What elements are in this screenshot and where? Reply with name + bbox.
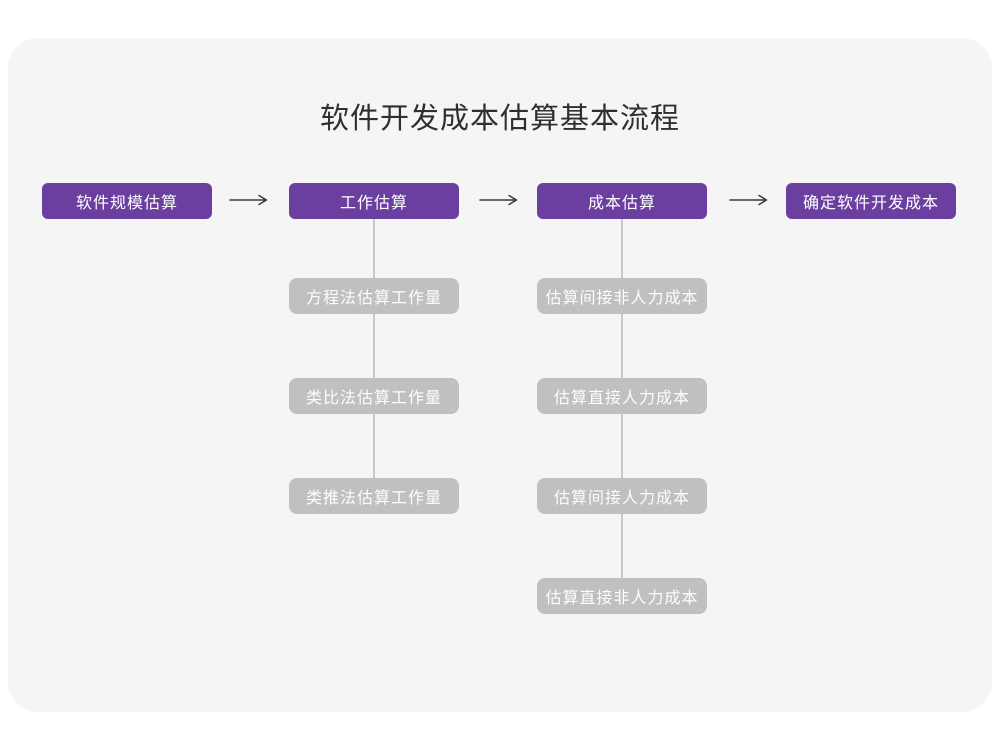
arrow-right-icon	[479, 194, 518, 206]
flow-step-determine-dev-cost: 确定软件开发成本	[786, 183, 956, 219]
flow-step-work-estimation: 工作估算	[289, 183, 459, 219]
substep-direct-nonlabor-cost: 估算直接非人力成本	[537, 578, 707, 614]
substep-extrapolation-method: 类推法估算工作量	[289, 478, 459, 514]
arrow-right-icon	[229, 194, 268, 206]
diagram-title: 软件开发成本估算基本流程	[319, 103, 680, 135]
substep-indirect-nonlabor-cost: 估算间接非人力成本	[537, 278, 707, 314]
arrow-right-icon	[729, 194, 768, 206]
substep-equation-method: 方程法估算工作量	[289, 278, 459, 314]
flow-step-cost-estimation: 成本估算	[537, 183, 707, 219]
connector-line-work	[373, 219, 375, 496]
diagram-card	[8, 38, 992, 712]
flow-step-software-scale-estimation: 软件规模估算	[42, 183, 212, 219]
substep-indirect-labor-cost: 估算间接人力成本	[537, 478, 707, 514]
substep-analogy-method: 类比法估算工作量	[289, 378, 459, 414]
substep-direct-labor-cost: 估算直接人力成本	[537, 378, 707, 414]
